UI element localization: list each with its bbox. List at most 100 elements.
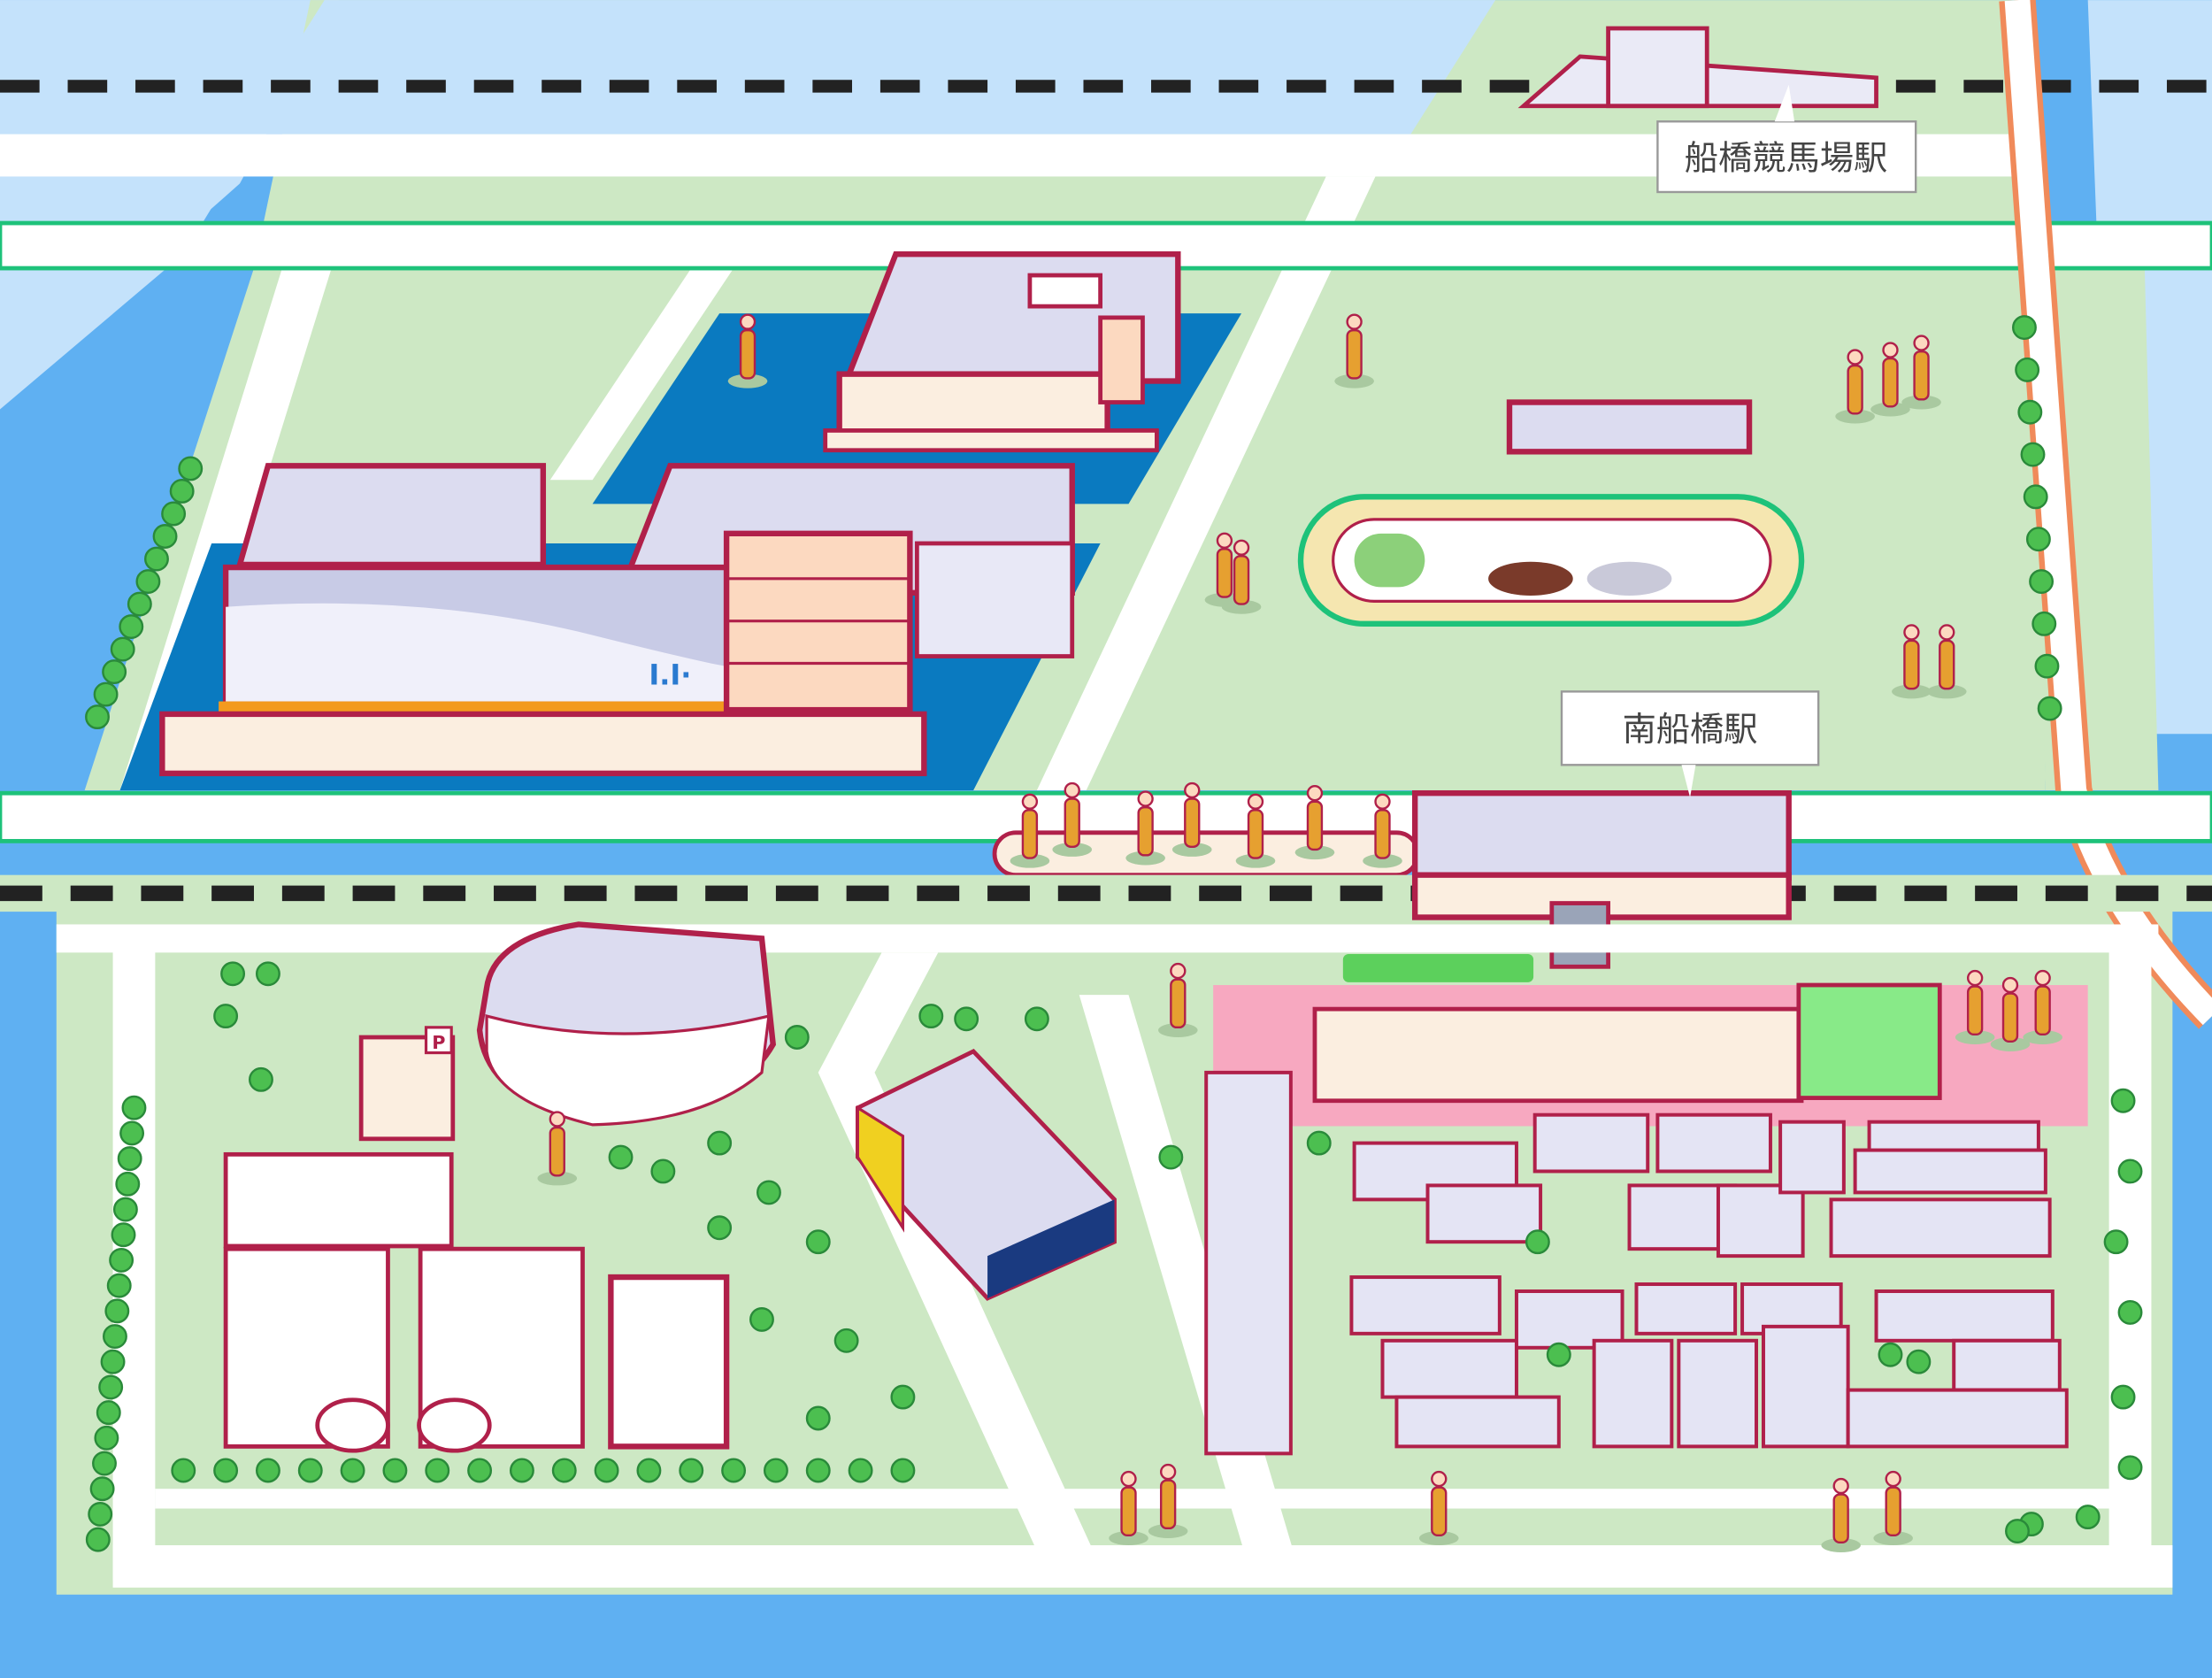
tree-icon <box>2015 357 2040 382</box>
parking-tower[interactable]: P <box>358 1026 456 1142</box>
arena[interactable] <box>476 921 777 1127</box>
store-north[interactable] <box>823 250 1181 453</box>
tree-icon <box>509 1458 534 1483</box>
store-south[interactable] <box>855 1049 1117 1301</box>
tree-icon <box>220 961 246 987</box>
tree-icon <box>127 591 152 617</box>
tree-icon <box>805 1229 831 1255</box>
person-icon <box>1120 1486 1137 1537</box>
person-shadow <box>1171 842 1212 857</box>
person-icon <box>549 1126 565 1177</box>
apartment-building <box>1778 1120 1846 1195</box>
person-icon <box>1966 985 1984 1036</box>
tree-icon <box>594 1458 619 1483</box>
tree-icon <box>2017 399 2043 425</box>
tree-icon <box>848 1458 873 1483</box>
person-icon <box>1939 639 1955 690</box>
tree-icon <box>92 1451 117 1476</box>
person-head-icon <box>1159 1463 1177 1481</box>
person-head-icon <box>1903 624 1920 641</box>
person-head-icon <box>739 313 757 330</box>
tree-icon <box>1306 1130 1332 1156</box>
tree-icon <box>152 524 178 549</box>
station-name: 南船橋駅 <box>1623 710 1758 750</box>
station-label-minami-funabashi[interactable]: 南船橋駅 <box>1560 690 1820 797</box>
person-head-icon <box>1216 532 1233 549</box>
tree-icon <box>2110 1088 2136 1113</box>
school[interactable] <box>1213 953 2088 1127</box>
apartment-building <box>1204 1070 1293 1456</box>
person-shadow <box>1990 1037 2031 1051</box>
person-shadow <box>1835 409 1875 424</box>
tree-icon <box>2029 569 2055 594</box>
tree-icon <box>425 1458 450 1483</box>
person-head-icon <box>1882 342 1899 358</box>
tree-icon <box>297 1458 323 1483</box>
tree-icon <box>1024 1006 1049 1032</box>
tree-icon <box>833 1328 859 1353</box>
person-head-icon <box>1170 962 1187 980</box>
shopping-mall[interactable]: I.I· <box>159 463 1075 777</box>
person-shadow <box>1418 1531 1459 1545</box>
tree-icon <box>608 1144 634 1170</box>
apartment-building <box>1380 1338 1518 1399</box>
tree-icon <box>382 1458 408 1483</box>
tree-icon <box>88 1501 113 1527</box>
tree-icon <box>106 1273 132 1298</box>
tree-icon <box>890 1458 916 1483</box>
person-shadow <box>1955 1030 1995 1044</box>
person-shadow <box>1148 1524 1188 1539</box>
tree-icon <box>119 614 144 639</box>
tree-icon <box>721 1458 747 1483</box>
tree-icon <box>144 546 169 572</box>
funabashi-racecourse[interactable] <box>1297 399 1805 627</box>
person-head-icon <box>1346 313 1363 330</box>
apartment-building <box>1592 1338 1674 1449</box>
tree-icon <box>178 456 204 481</box>
mall-logo: I.I· <box>649 658 691 691</box>
person-head-icon <box>1431 1470 1448 1488</box>
person-head-icon <box>1184 781 1201 799</box>
person-icon <box>1216 548 1233 598</box>
tree-icon <box>102 1324 127 1349</box>
tree-icon <box>93 681 119 707</box>
tree-icon <box>707 1215 733 1241</box>
trees <box>85 315 2143 1552</box>
funabashi-keibajo-station-building[interactable] <box>1517 26 1878 109</box>
tree-icon <box>636 1458 662 1483</box>
tree-icon <box>2117 1158 2143 1184</box>
apartment-building <box>1846 1388 2069 1449</box>
tree-icon <box>2037 696 2062 721</box>
person-shadow <box>1870 402 1910 417</box>
tree-icon <box>340 1458 365 1483</box>
tree-icon <box>2011 315 2037 340</box>
station-label-funabashi-keibajo[interactable]: 船橋競馬場駅 <box>1656 84 1917 194</box>
person-head-icon <box>2001 976 2019 994</box>
person-icon <box>1247 809 1264 859</box>
person-shadow <box>1334 373 1374 389</box>
person-head-icon <box>1120 1470 1137 1488</box>
person-icon <box>1306 800 1324 851</box>
apartment-building <box>1425 1183 1543 1244</box>
person-head-icon <box>1137 790 1154 807</box>
tree-icon <box>707 1130 733 1156</box>
shallow-top <box>240 0 1496 135</box>
person-shadow <box>1221 599 1262 614</box>
person-head-icon <box>1233 539 1250 556</box>
person-shadow <box>1821 1538 1861 1552</box>
tree-icon <box>749 1306 774 1332</box>
person-shadow <box>2023 1030 2062 1044</box>
road-diagonal-north <box>1036 176 1376 790</box>
tree-icon <box>763 1458 788 1483</box>
person-head-icon <box>1832 1477 1849 1495</box>
person-head-icon <box>1885 1470 1901 1488</box>
tree-icon <box>115 1171 141 1197</box>
warehouse-complex[interactable] <box>223 1151 730 1453</box>
person-shadow <box>1294 845 1335 860</box>
person-shadow <box>1235 853 1276 868</box>
apartment-complex[interactable] <box>1204 1070 2069 1456</box>
south-road-band <box>0 874 2212 912</box>
tree-icon <box>1546 1342 1571 1367</box>
person-shadow <box>1109 1531 1148 1545</box>
tree-icon <box>94 1425 119 1451</box>
